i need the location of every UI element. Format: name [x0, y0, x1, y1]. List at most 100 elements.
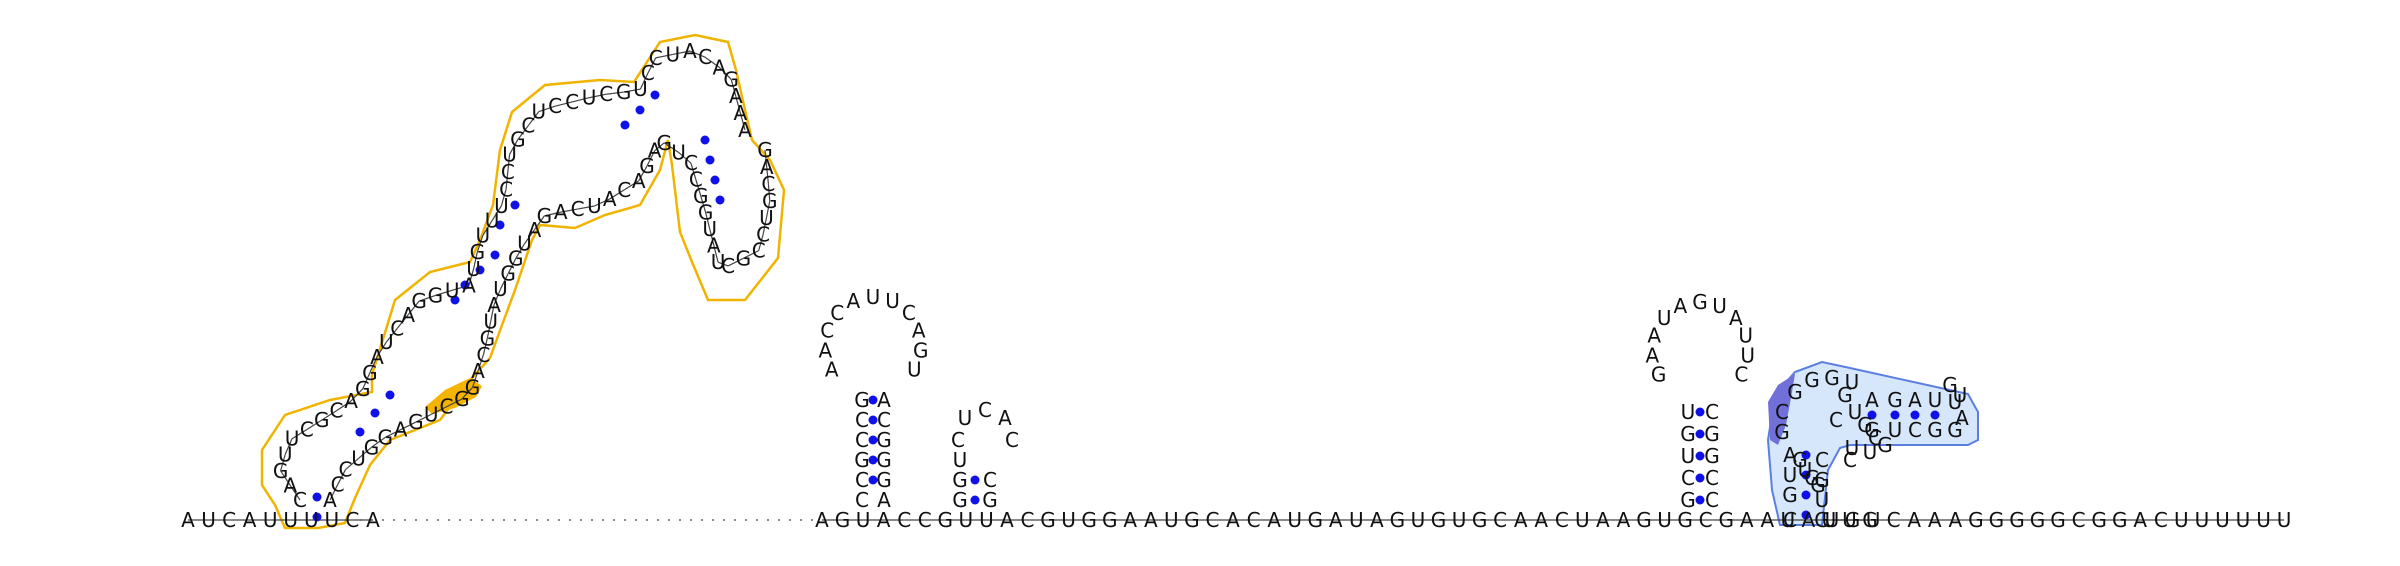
backbone-link [739, 112, 746, 131]
nucleotide: G [1680, 488, 1696, 512]
backbone-link [709, 228, 715, 246]
nucleotide: G [2030, 508, 2046, 532]
base-pair-dot [370, 408, 380, 418]
nucleotide: U [1681, 400, 1696, 424]
nucleotide: C [855, 428, 869, 452]
nucleotide: U [532, 100, 547, 124]
base-pair-dot [1695, 429, 1705, 439]
backbone-link [435, 289, 453, 296]
nucleotide: A [401, 303, 415, 327]
nucleotide: G [952, 488, 968, 512]
nucleotide: C [902, 301, 916, 325]
nucleotide: C [855, 468, 869, 492]
nucleotide: U [1781, 508, 1796, 532]
nucleotide: U [2256, 508, 2271, 532]
backbone-link [571, 97, 590, 103]
backbone-link [280, 470, 291, 486]
nucleotide: G [273, 459, 289, 483]
nucleotide: C [1205, 508, 1219, 532]
nucleotide: C [476, 343, 490, 367]
backbone-link [284, 438, 293, 455]
base-pair-dot [475, 265, 485, 275]
backbone-link [689, 50, 706, 58]
nucleotide: C [339, 458, 353, 482]
nucleotide: G [1651, 362, 1667, 386]
nucleotide: U [666, 42, 681, 66]
nucleotide: A [760, 155, 774, 179]
backbone-link [609, 189, 625, 200]
nucleotide: C [689, 168, 703, 192]
nucleotide: U [1061, 508, 1076, 532]
backbone-link [717, 261, 729, 267]
nucleotide: U [466, 257, 481, 281]
nucleotide: U [856, 508, 871, 532]
backbone-link [468, 268, 475, 286]
nucleotide: C [897, 508, 911, 532]
nucleotide: U [483, 310, 498, 334]
nucleotide: C [1775, 400, 1789, 424]
nucleotide: U [1815, 488, 1830, 512]
backbone-link [396, 314, 409, 329]
base-pair-dot [495, 220, 505, 230]
backbone-link [400, 421, 417, 431]
nucleotide: G [854, 388, 870, 412]
nucleotide: A [1000, 508, 1014, 532]
nucleotide: C [599, 82, 613, 106]
nucleotide: C [978, 398, 992, 422]
backbone-layer [188, 50, 2285, 521]
nucleotide: G [982, 488, 998, 512]
base-pair-dot [1930, 410, 1940, 420]
nucleotide: U [476, 223, 491, 247]
nucleotide: A [283, 473, 297, 497]
backbone-link [415, 413, 432, 423]
nucleotide: U [379, 330, 394, 354]
nucleotide: G [1887, 388, 1903, 412]
nucleotide: G [876, 468, 892, 492]
base-pair-dot [1801, 470, 1811, 480]
nucleotide: C [1843, 448, 1857, 472]
base-pair-dot [1695, 407, 1705, 417]
backbone-link [505, 171, 509, 190]
nucleotide: U [759, 206, 774, 230]
backbone-link [538, 105, 556, 113]
base-pair-dot [705, 155, 715, 165]
nucleotide: A [847, 289, 861, 313]
nucleotide: A [1948, 508, 1962, 532]
nucleotide: A [632, 169, 646, 193]
nucleotide: G [1810, 473, 1826, 497]
nucleotide: G [938, 508, 954, 532]
nucleotide: U [1845, 436, 1860, 460]
nucleotide: U [424, 402, 439, 426]
nucleotide: G [1947, 418, 1963, 442]
backbone-link [594, 198, 610, 207]
backbone-link [767, 184, 771, 202]
orange-highlight-region [425, 378, 482, 414]
nucleotide: G [500, 262, 516, 286]
backbone-link [371, 436, 386, 448]
nucleotide: C [571, 197, 585, 221]
backbone-link [362, 372, 371, 390]
nucleotide: U [445, 278, 460, 302]
backbone-link [461, 387, 473, 400]
nucleotide: G [1636, 508, 1652, 532]
nucleotide: C [499, 177, 513, 201]
nucleotide: G [314, 408, 330, 432]
backbone-link [523, 229, 535, 245]
nucleotide: U [1842, 508, 1857, 532]
nucleotide: U [1948, 390, 1963, 414]
nucleotide: A [998, 406, 1012, 430]
base-pair-dot [970, 495, 980, 505]
nucleotide: G [762, 189, 778, 213]
nucleotide: U [907, 357, 922, 381]
nucleotide: G [1081, 508, 1097, 532]
backbone-link [499, 273, 509, 290]
nucleotide: C [617, 178, 631, 202]
backbone-link [758, 234, 764, 251]
backbone-link [623, 88, 641, 93]
nucleotide: C [565, 90, 579, 114]
nucleotide: G [508, 246, 524, 270]
nucleotide: C [2072, 508, 2086, 532]
nucleotide: A [1123, 508, 1137, 532]
nucleotide: U [2195, 508, 2210, 532]
